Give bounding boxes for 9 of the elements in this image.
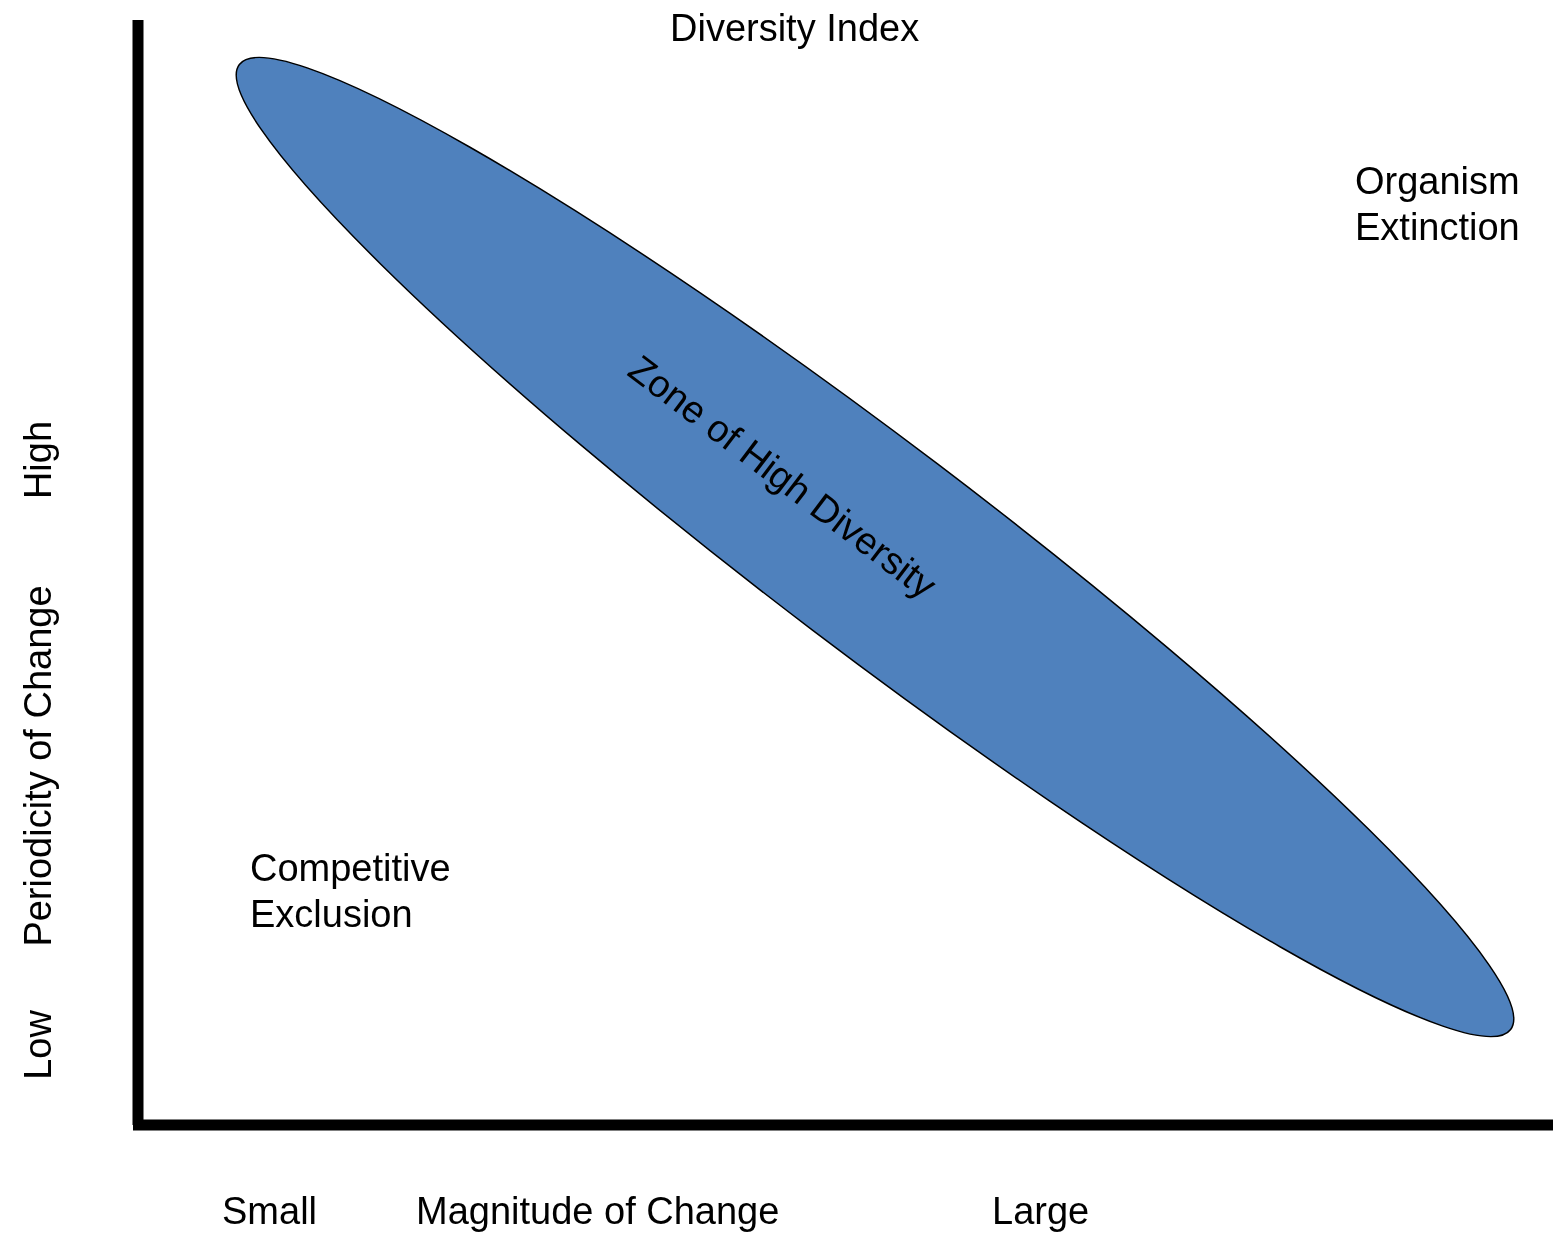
axis-tick-label: Low <box>16 1010 60 1080</box>
axis-tick-label: Small <box>222 1189 318 1234</box>
region-label: Organism Extinction <box>1355 159 1521 250</box>
axis-title: Magnitude of Change <box>416 1189 780 1234</box>
chart-title: Diversity Index <box>670 6 920 51</box>
axis-title: Periodicity of Change <box>16 585 60 947</box>
axis-tick-label: High <box>16 420 60 500</box>
axis-tick-label: Large <box>992 1189 1090 1234</box>
region-label: Competitive Exclusion <box>250 846 452 937</box>
